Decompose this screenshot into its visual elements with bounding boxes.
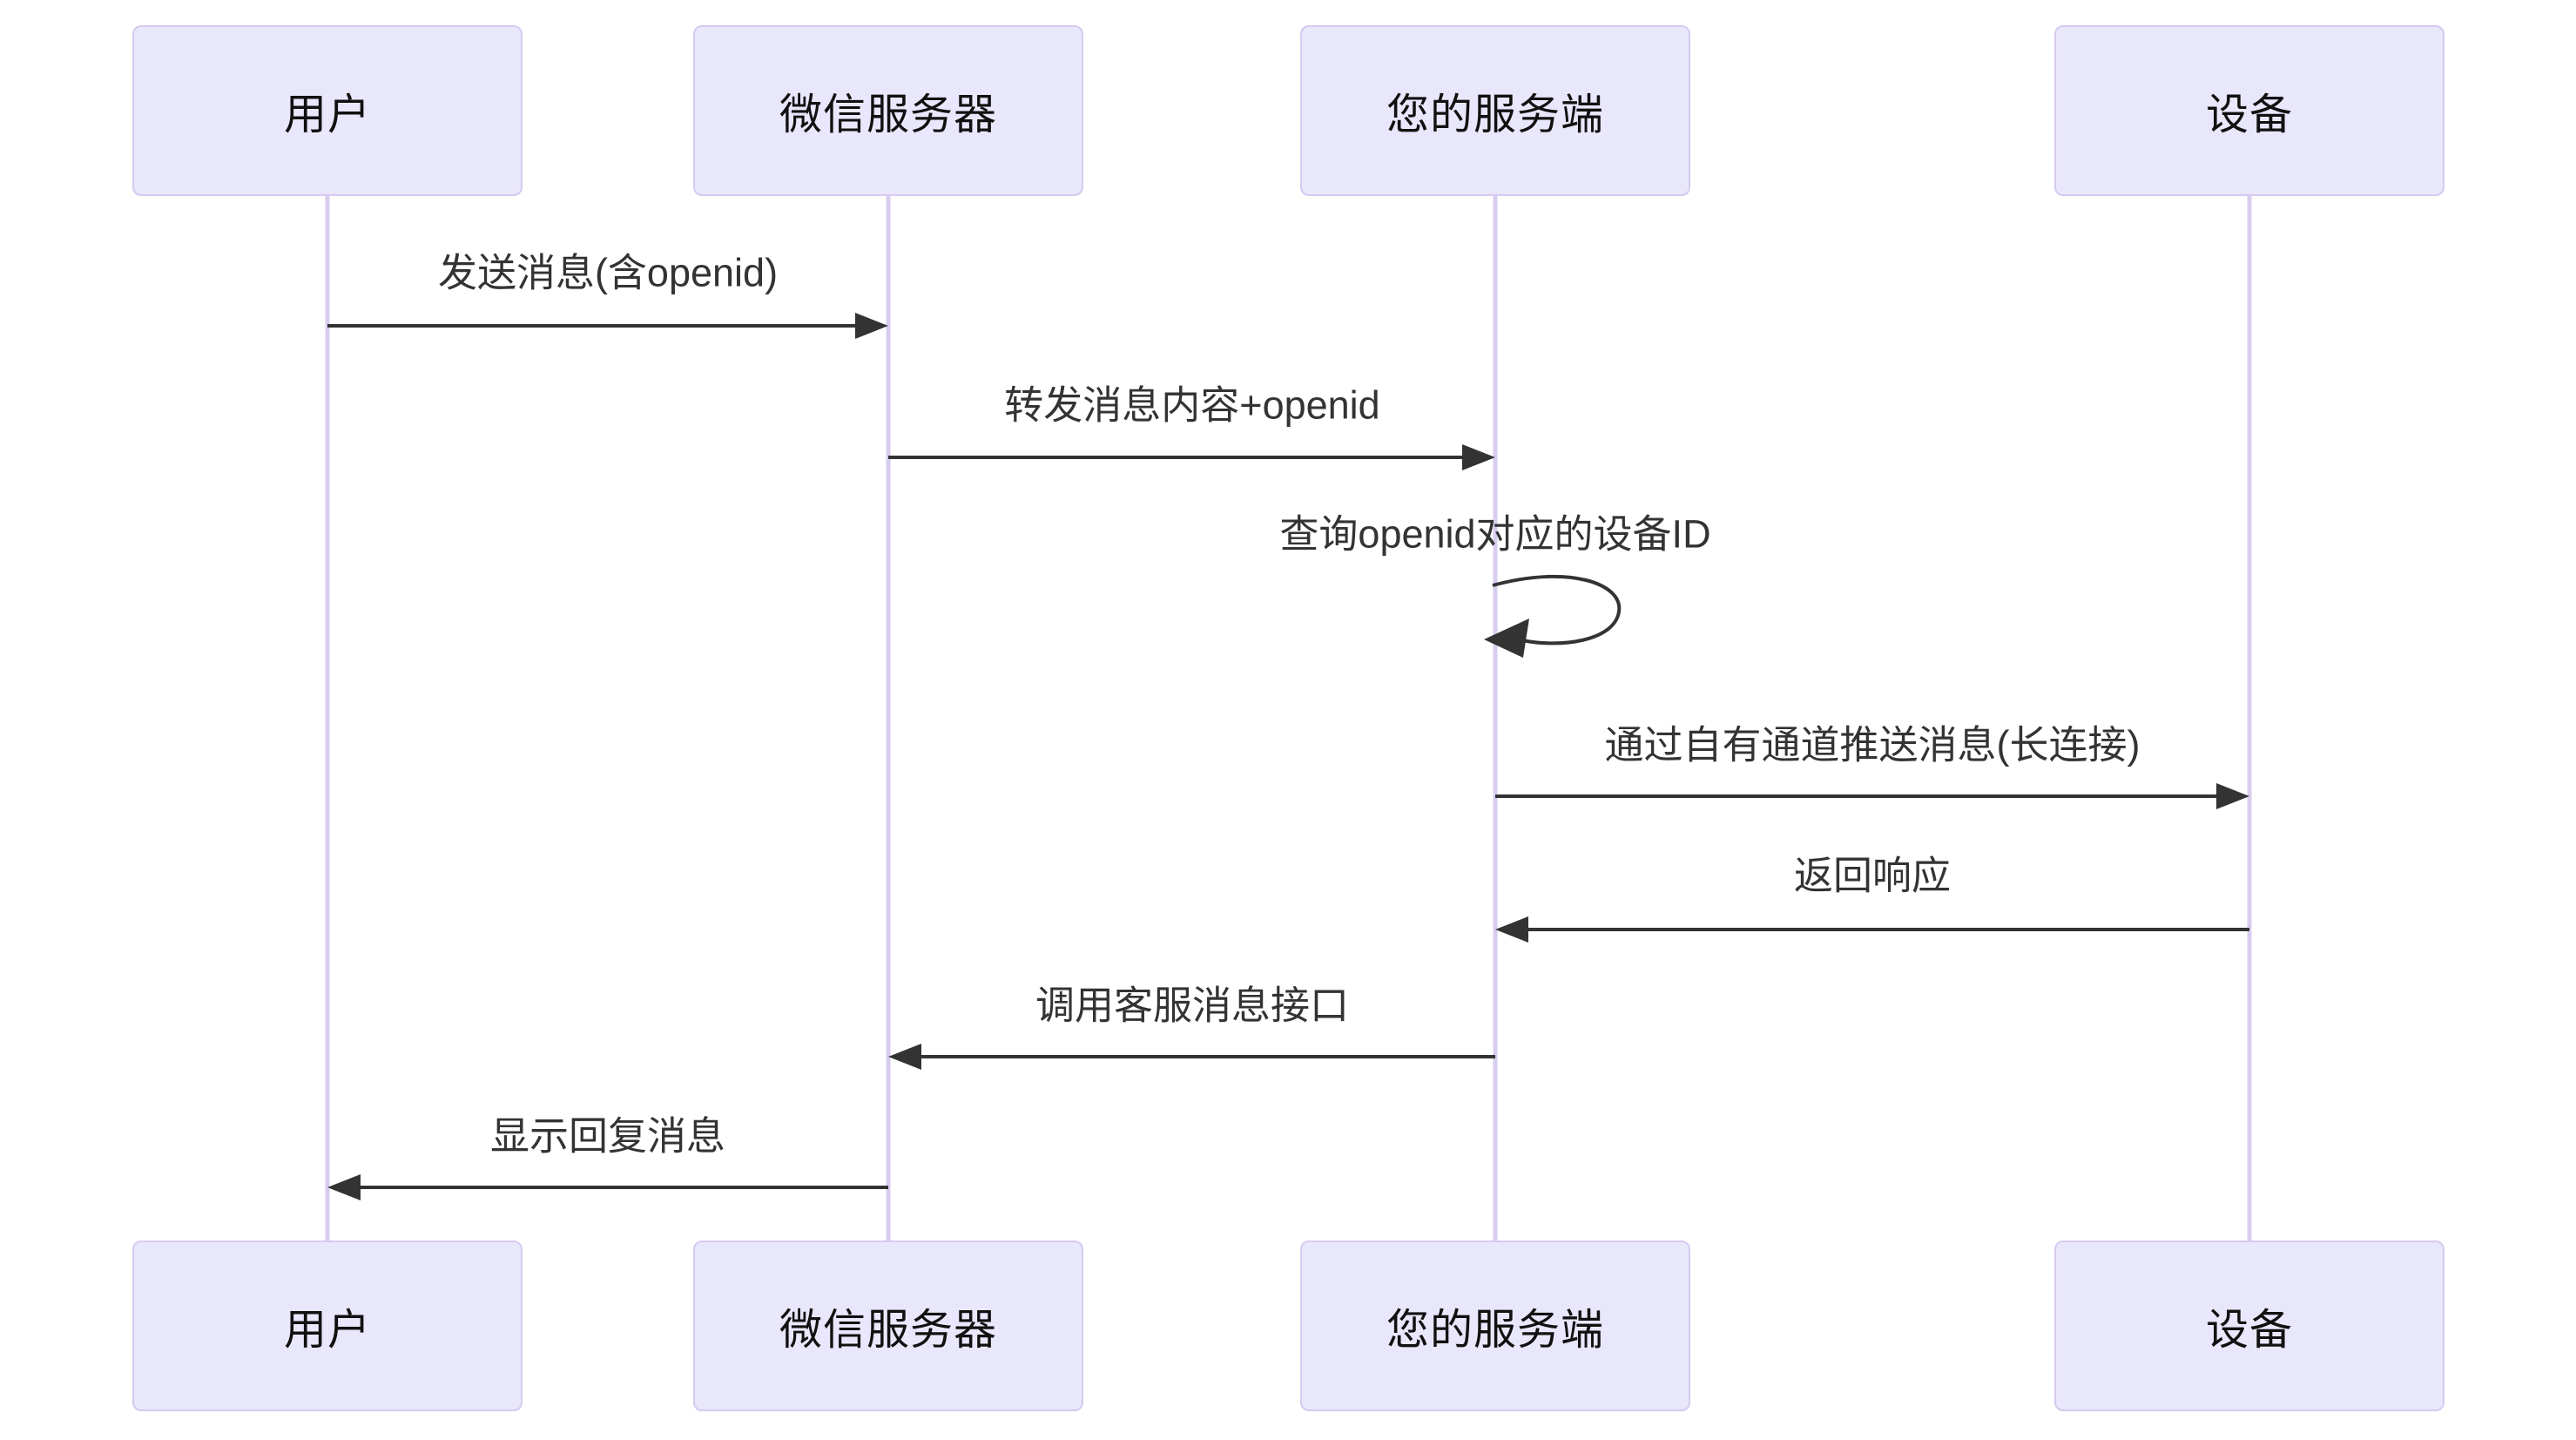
message-1-arrowhead (855, 313, 888, 339)
actor-top-device: 设备 (2054, 25, 2445, 196)
message-3-arrowhead (1484, 619, 1529, 658)
actor-top-wechat-server: 微信服务器 (693, 25, 1083, 196)
actor-bottom-device: 设备 (2054, 1241, 2445, 1411)
message-7-arrowhead (327, 1174, 361, 1200)
message-5-label: 返回响应 (1793, 853, 1952, 898)
message-3-self-loop (1492, 574, 1622, 646)
actor-top-user: 用户 (132, 25, 523, 196)
message-2-arrowhead (1462, 444, 1495, 470)
message-3-label: 查询openid对应的设备ID (1279, 511, 1711, 557)
message-4-label: 通过自有通道推送消息(长连接) (1604, 722, 2141, 767)
message-1-label: 发送消息(含openid) (437, 250, 779, 295)
message-5-arrowhead (1495, 916, 1528, 943)
message-4-arrowhead (2216, 783, 2249, 809)
message-2-label: 转发消息内容+openid (1004, 382, 1380, 428)
message-6-arrowhead (888, 1044, 921, 1070)
message-6-label: 调用客服消息接口 (1035, 983, 1350, 1028)
actor-bottom-wechat-server: 微信服务器 (693, 1241, 1083, 1411)
actor-top-your-server: 您的服务端 (1300, 25, 1690, 196)
actor-bottom-your-server: 您的服务端 (1300, 1241, 1690, 1411)
message-7-label: 显示回复消息 (489, 1113, 726, 1159)
actor-bottom-user: 用户 (132, 1241, 523, 1411)
